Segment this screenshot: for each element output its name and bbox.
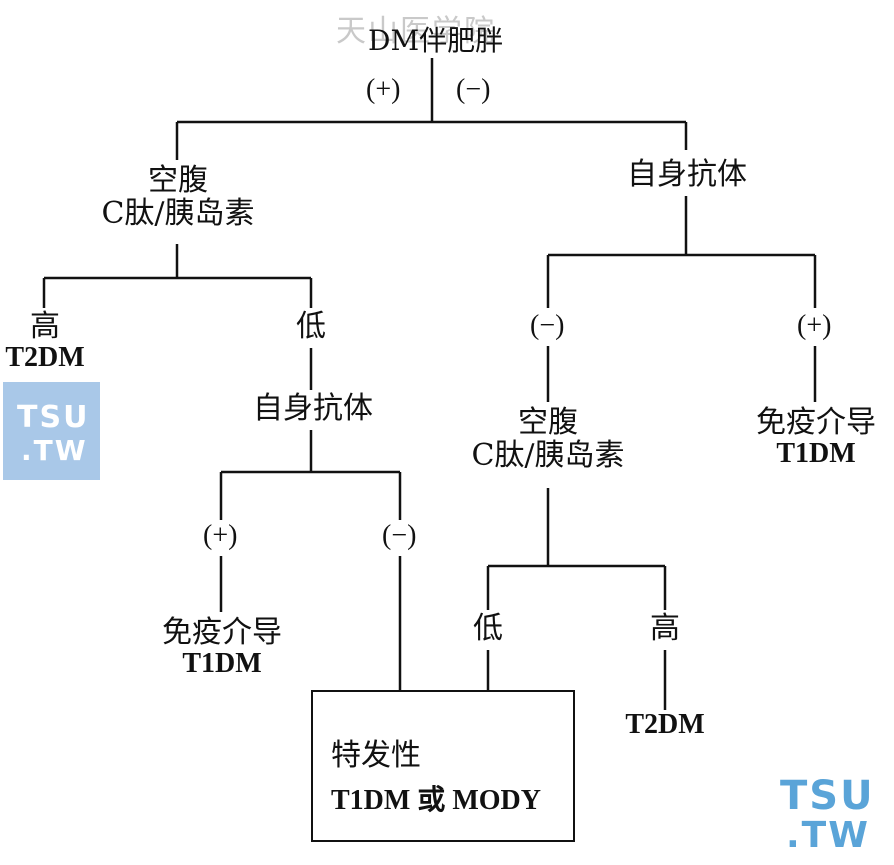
left-immune-line2: T1DM bbox=[182, 648, 262, 679]
right-low-node: 低 bbox=[473, 611, 503, 646]
left-fasting-line1: 空腹 bbox=[148, 163, 208, 198]
logo-left-top: TSU bbox=[17, 400, 90, 435]
left-plus-sign: (+) bbox=[203, 520, 238, 551]
left-antibody-node: 自身抗体 bbox=[253, 391, 373, 426]
right-fasting-line1: 空腹 bbox=[518, 405, 578, 440]
root-node: DM伴肥胖 bbox=[368, 24, 504, 57]
logo-right-top: TSU bbox=[780, 773, 875, 819]
logo-left-bottom: .TW bbox=[21, 434, 88, 467]
root-label: DM伴肥胖 bbox=[368, 24, 504, 57]
right-fasting-node: 空腹 C肽/胰岛素 bbox=[465, 406, 631, 472]
right-high-result: T2DM bbox=[620, 709, 710, 741]
left-fasting-node: 空腹 C肽/胰岛素 bbox=[95, 164, 261, 230]
left-minus-sign: (−) bbox=[382, 520, 417, 551]
left-immune-line1: 免疫介导 bbox=[162, 615, 282, 650]
right-immune-line1: 免疫介导 bbox=[756, 405, 876, 440]
right-immune-line2: T1DM bbox=[776, 438, 856, 469]
idiopathic-box: 特发性 T1DM 或 MODY bbox=[311, 690, 575, 842]
box-line1: 特发性 bbox=[331, 738, 421, 773]
right-antibody-node: 自身抗体 bbox=[627, 157, 747, 192]
tsu-logo-left: TSU .TW bbox=[3, 382, 100, 480]
left-immune-node: 免疫介导 T1DM bbox=[152, 616, 292, 680]
right-minus-sign: (−) bbox=[530, 310, 565, 341]
logo-right-bottom: .TW bbox=[786, 815, 870, 856]
left-high-node: 高 T2DM bbox=[0, 310, 90, 374]
right-plus-sign: (+) bbox=[797, 310, 832, 341]
root-plus-sign: (+) bbox=[366, 74, 401, 105]
left-high-result: T2DM bbox=[5, 342, 85, 373]
tsu-logo-right: TSU .TW bbox=[778, 773, 888, 859]
watermark-text: 天山医学院 bbox=[336, 14, 496, 49]
root-minus-sign: (−) bbox=[456, 74, 491, 105]
left-fasting-line2: C肽/胰岛素 bbox=[101, 196, 255, 231]
right-high-result-label: T2DM bbox=[625, 709, 705, 740]
left-low-node: 低 bbox=[296, 309, 326, 344]
right-high-node: 高 bbox=[650, 611, 680, 646]
left-high-label: 高 bbox=[30, 309, 60, 344]
box-line2: T1DM 或 MODY bbox=[331, 785, 541, 816]
right-immune-node: 免疫介导 T1DM bbox=[746, 406, 886, 470]
right-fasting-line2: C肽/胰岛素 bbox=[471, 438, 625, 473]
